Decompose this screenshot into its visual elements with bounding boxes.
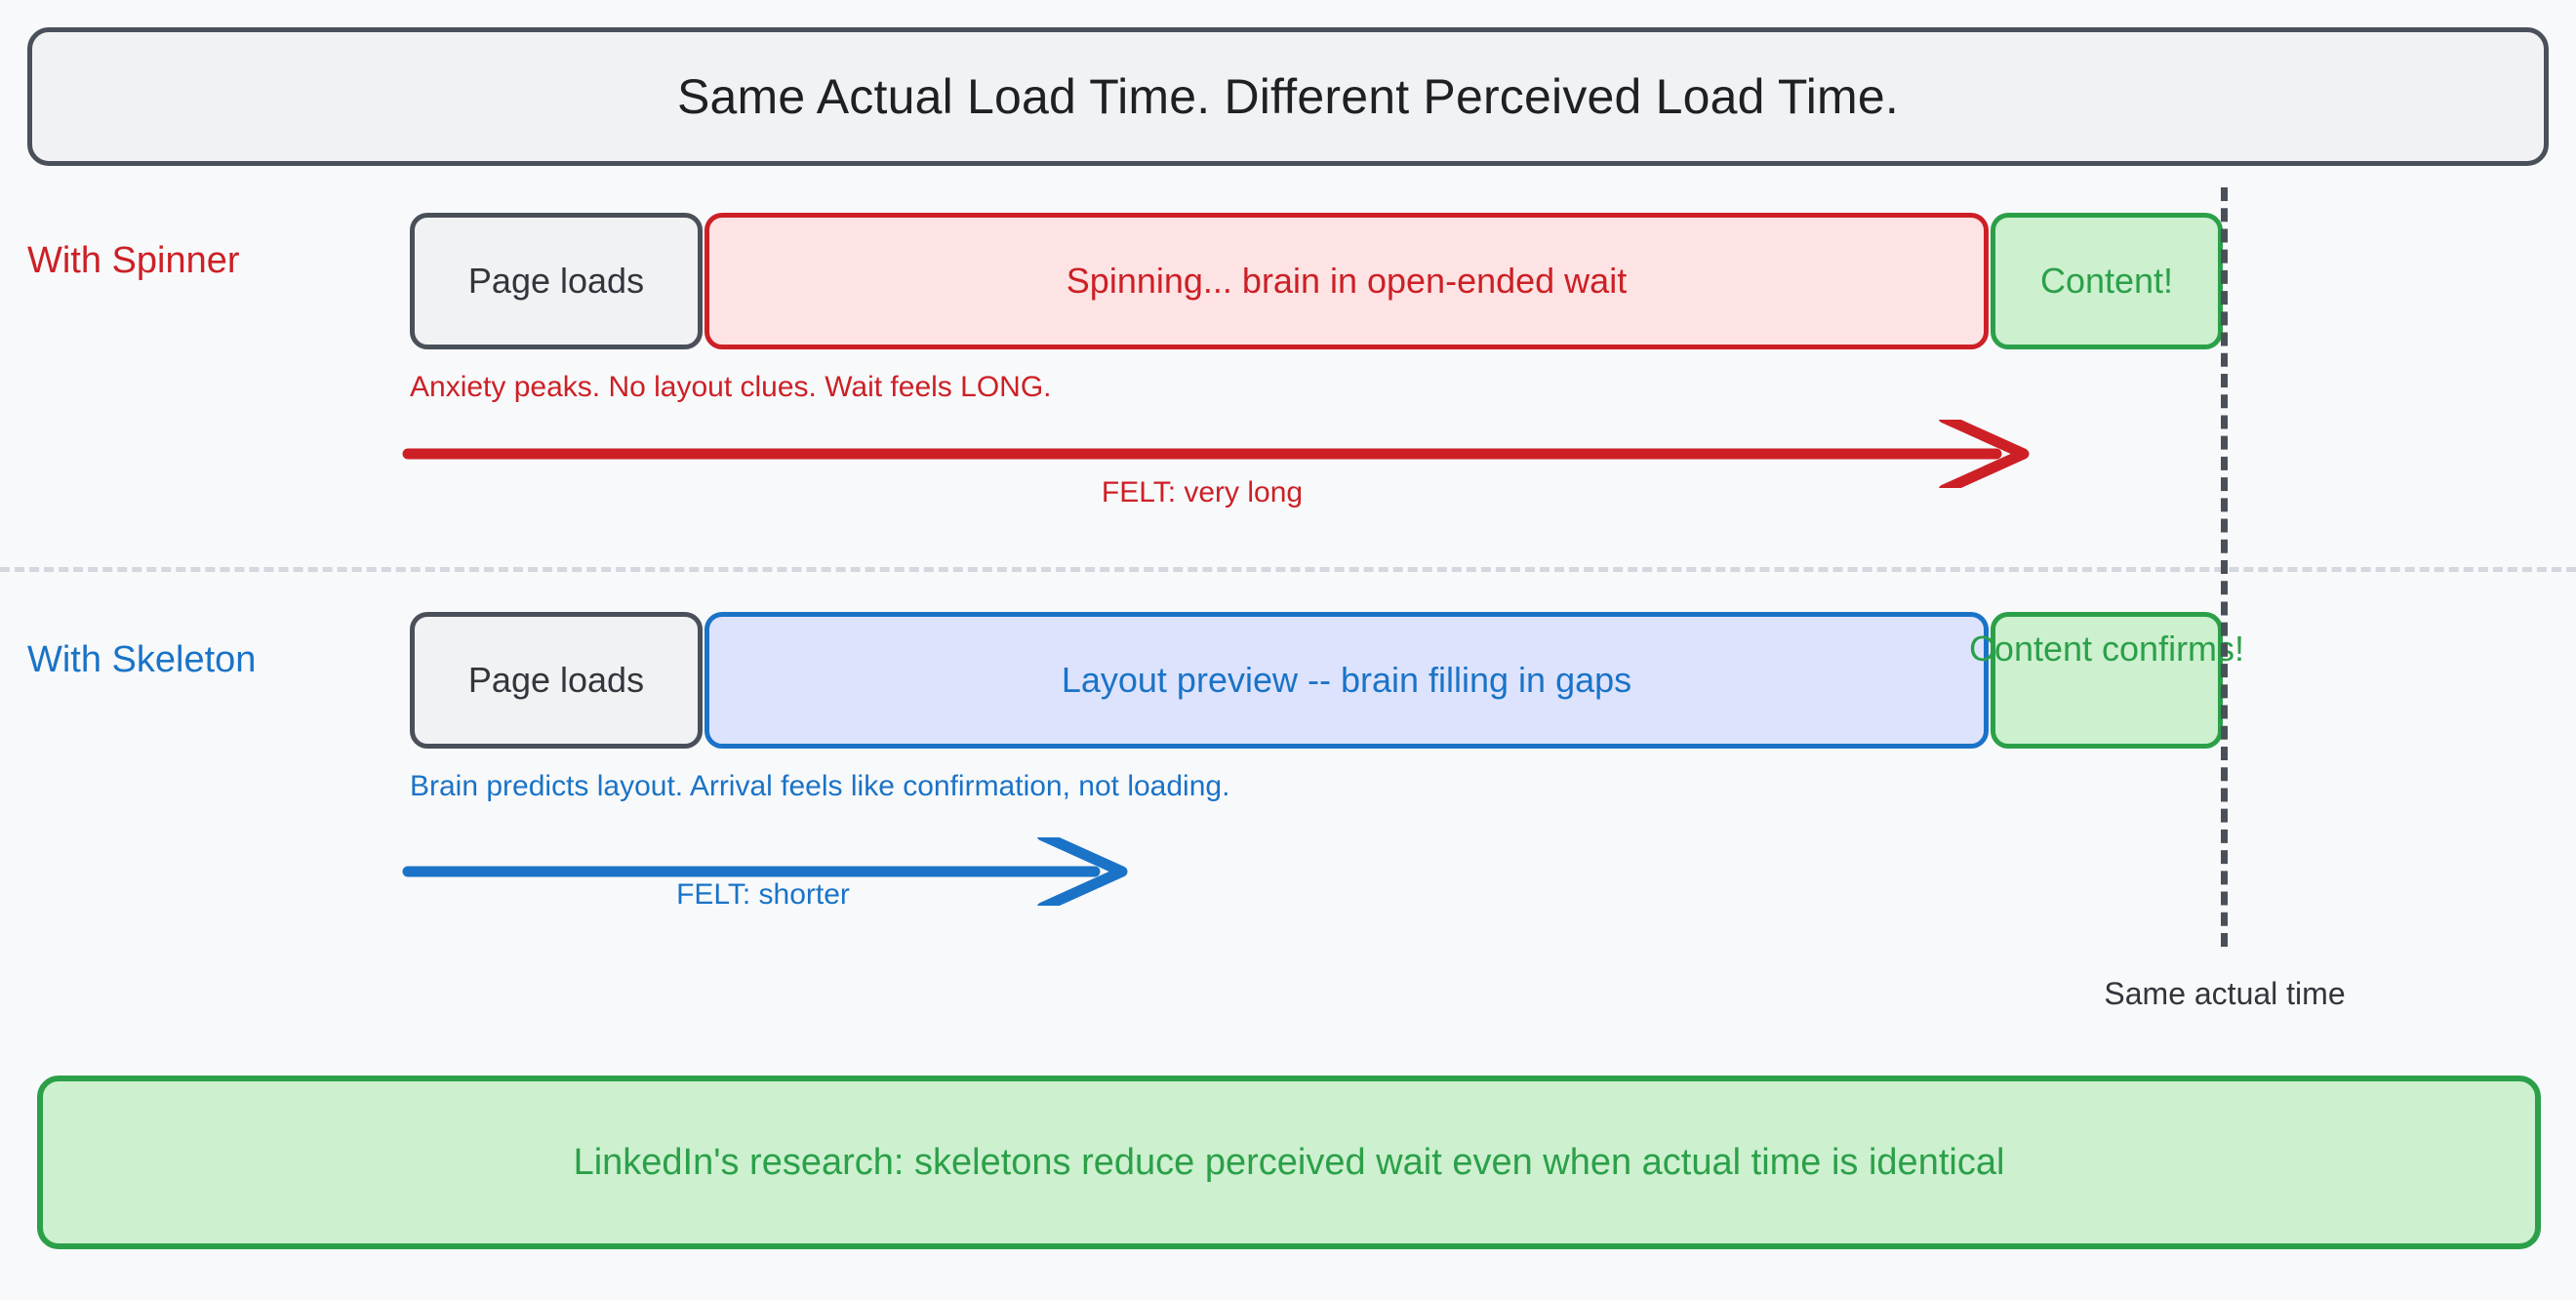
skeleton-segment-page-loads[interactable]: Page loads <box>410 612 703 749</box>
spinner-felt-duration-arrow <box>402 420 2030 488</box>
skeleton-felt-label: FELT: shorter <box>676 878 850 911</box>
conclusion-text: LinkedIn's research: skeletons reduce pe… <box>573 1141 2005 1183</box>
row-label-with-skeleton: With Skeleton <box>27 639 257 680</box>
same-actual-time-label: Same actual time <box>2104 976 2346 1011</box>
skeleton-caption: Brain predicts layout. Arrival feels lik… <box>410 770 1230 802</box>
segment-label: Content confirms! <box>1968 629 2245 669</box>
segment-label: Spinning... brain in open-ended wait <box>1066 261 1628 301</box>
page-title: Same Actual Load Time. Different Perceiv… <box>676 69 1899 124</box>
header-banner: Same Actual Load Time. Different Perceiv… <box>27 27 2549 166</box>
spinner-caption: Anxiety peaks. No layout clues. Wait fee… <box>410 371 1052 403</box>
spinner-segment-spinning-wait[interactable]: Spinning... brain in open-ended wait <box>704 213 1989 349</box>
row-separator <box>0 567 2576 572</box>
conclusion-banner: LinkedIn's research: skeletons reduce pe… <box>37 1076 2541 1249</box>
skeleton-segment-layout-preview[interactable]: Layout preview -- brain filling in gaps <box>704 612 1989 749</box>
spinner-segment-content[interactable]: Content! <box>1991 213 2223 349</box>
segment-label: Layout preview -- brain filling in gaps <box>1061 660 1632 700</box>
spinner-felt-label: FELT: very long <box>1101 476 1304 508</box>
skeleton-segment-content-confirms[interactable]: Content confirms! <box>1969 612 2244 749</box>
spinner-segment-page-loads[interactable]: Page loads <box>410 213 703 349</box>
segment-label: Page loads <box>467 261 645 301</box>
skeleton-felt-duration-arrow <box>402 837 1128 906</box>
same-actual-time-marker-line <box>2221 187 2228 947</box>
segment-label: Content! <box>2039 261 2174 301</box>
row-label-with-spinner: With Spinner <box>27 240 240 281</box>
segment-label: Page loads <box>467 660 645 700</box>
